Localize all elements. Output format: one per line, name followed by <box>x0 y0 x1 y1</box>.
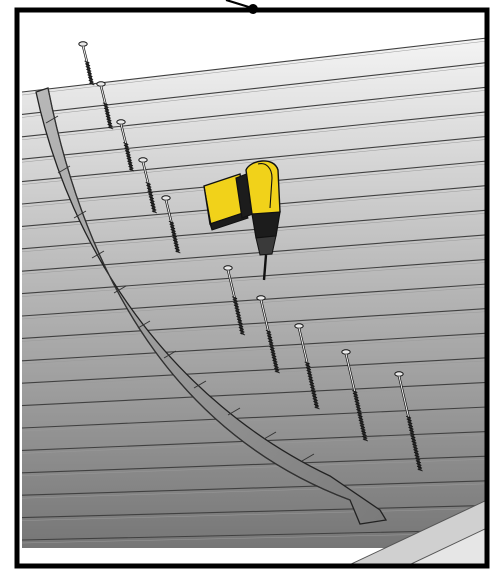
siding-plank-line <box>21 234 487 272</box>
screw <box>138 157 158 214</box>
cordless-drill <box>203 160 281 281</box>
siding-plank-shadow <box>21 335 487 365</box>
siding-plank-shadow <box>21 385 487 409</box>
siding-plank-line <box>21 86 487 138</box>
siding-plank-line <box>21 283 487 317</box>
siding-plank-line <box>21 62 487 115</box>
trim-segment-joint <box>45 115 59 124</box>
screw <box>96 81 114 130</box>
screw-group <box>78 41 423 472</box>
siding-plank-shadow <box>21 508 487 521</box>
trim-segment-joint <box>193 380 207 389</box>
callout-dot <box>248 4 258 14</box>
trim-segment-joint <box>301 453 315 462</box>
trim-segment-joint <box>113 285 127 294</box>
screw <box>341 349 369 442</box>
siding-plank-shadow <box>21 409 487 432</box>
screw <box>256 295 280 374</box>
siding-plank-shadow <box>21 360 487 387</box>
screw <box>394 371 423 472</box>
trim-segment-joint <box>73 210 87 219</box>
siding-plank-shadow <box>21 114 487 163</box>
siding-plank-line <box>21 135 487 183</box>
siding-plank-line <box>21 504 487 519</box>
siding-plank-line <box>21 480 487 496</box>
siding-plank-shadow <box>21 286 487 320</box>
siding-plank-shadow <box>21 483 487 499</box>
siding-plank-shadow <box>21 458 487 477</box>
siding-plank-shadow <box>21 262 487 297</box>
callout-leader-line <box>225 0 253 10</box>
siding-plank-line <box>21 308 487 339</box>
screw <box>78 41 95 86</box>
siding-plank-line <box>21 332 487 362</box>
trim-segment-joint <box>163 350 177 359</box>
curved-trim-strip <box>35 87 388 525</box>
siding-plank-line <box>21 455 487 474</box>
siding-plank-line <box>21 381 487 407</box>
siding-plank-line <box>21 529 487 541</box>
trim-segment-joint <box>227 407 241 416</box>
trim-segment-joint <box>137 320 151 329</box>
siding-plank-shadow <box>21 237 487 275</box>
screw <box>161 195 181 254</box>
siding-plank-line <box>21 258 487 295</box>
trim-segment-joint <box>57 165 71 174</box>
siding-plank-line <box>21 406 487 429</box>
siding-plank-line <box>21 357 487 384</box>
trim-segment-joint <box>91 250 105 259</box>
siding-wall <box>22 38 487 548</box>
screw <box>116 119 135 172</box>
trim-segment-joint <box>263 431 277 440</box>
siding-plank-shadow <box>21 532 487 544</box>
foundation-step <box>405 527 487 566</box>
siding-plank-shadow <box>21 65 487 118</box>
screw <box>294 323 320 410</box>
siding-plank-shadow <box>21 89 487 141</box>
screw <box>223 265 246 336</box>
siding-plank-line <box>21 111 487 160</box>
siding-plank-shadow <box>21 311 487 342</box>
